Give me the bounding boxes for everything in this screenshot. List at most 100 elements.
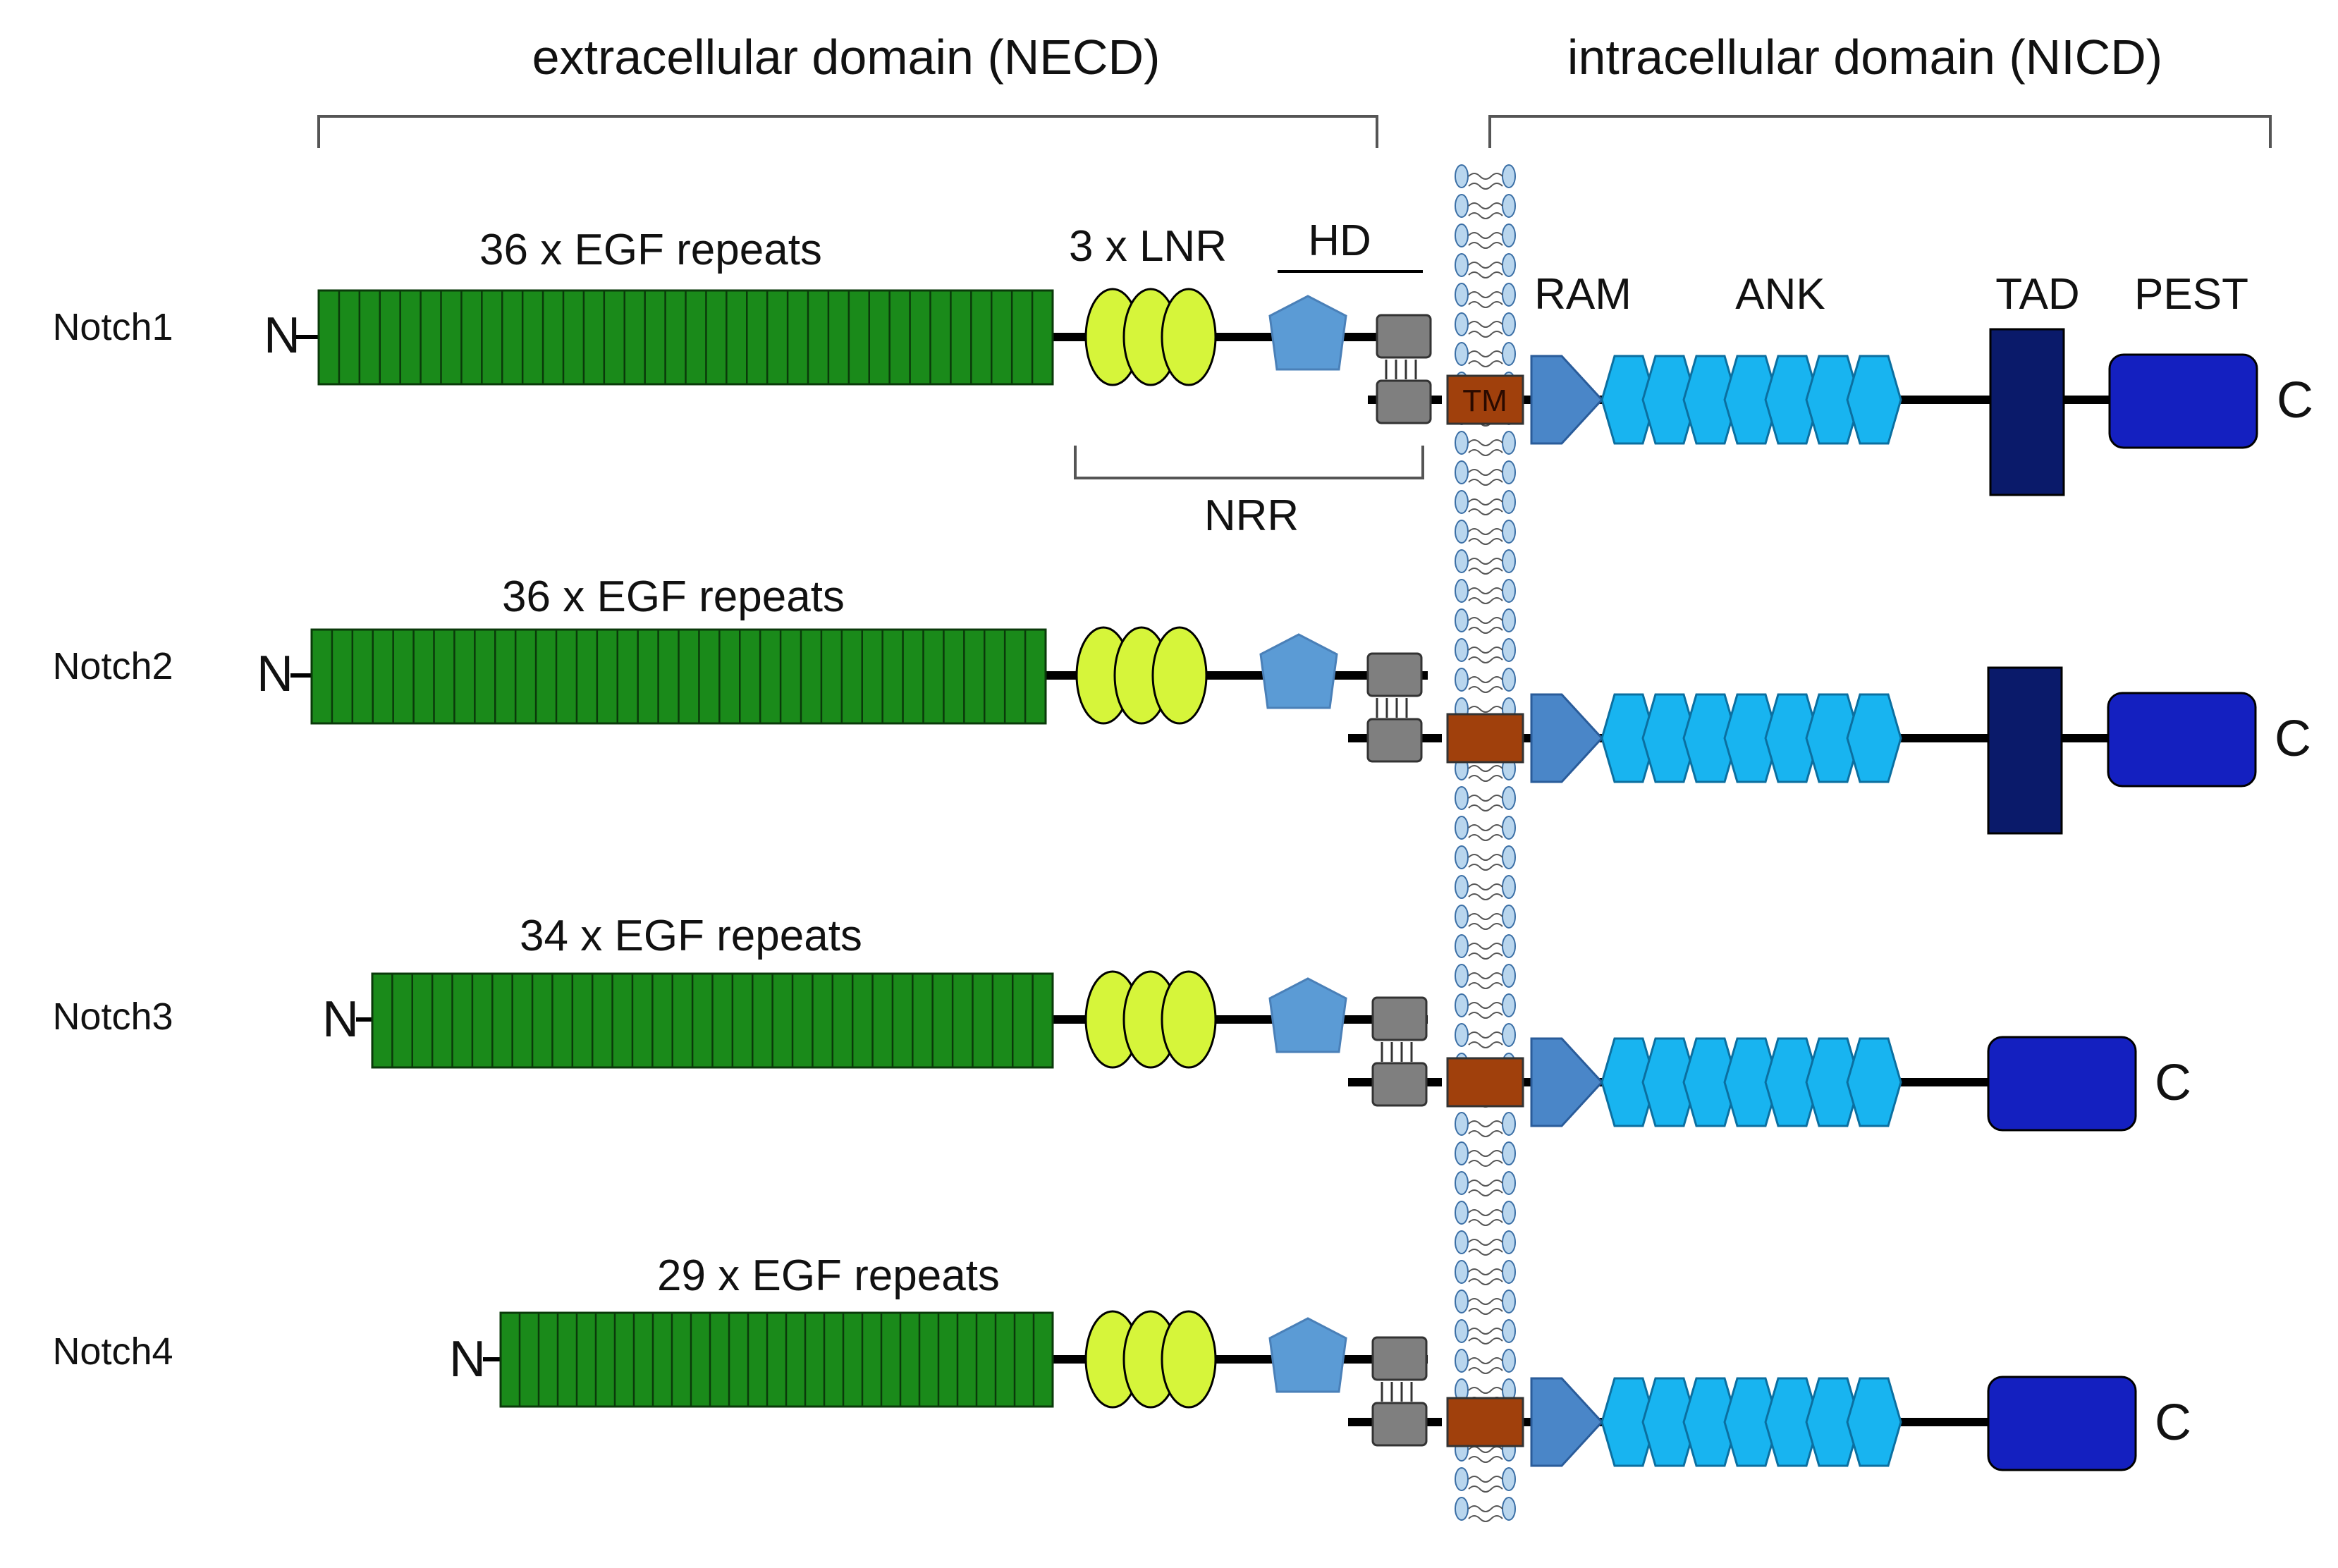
tm-domain (1446, 1397, 1524, 1447)
lipid-tail (1468, 706, 1503, 713)
lipid-head-inner (1502, 964, 1516, 988)
lipid-tail (1468, 943, 1503, 950)
lipid-head-outer (1455, 905, 1469, 929)
tad-domain (1987, 666, 2063, 835)
lipid-head-outer (1455, 786, 1469, 810)
lipid-tail (1468, 449, 1503, 456)
lipid-head-outer (1455, 608, 1469, 632)
lipid-tail (1468, 627, 1503, 634)
lipid-tail (1468, 360, 1503, 367)
lipid-head-inner (1502, 845, 1516, 869)
egf-repeats-block (310, 628, 1047, 725)
egf-repeats-label: 36 x EGF repeats (502, 572, 845, 621)
lipid-head-inner (1502, 1201, 1516, 1225)
lipid-tail (1468, 1476, 1503, 1483)
lipid-head-inner (1502, 579, 1516, 603)
egf-repeats-block (499, 1311, 1054, 1408)
hd-block-lower (1376, 379, 1432, 424)
lipid-tail (1468, 558, 1503, 565)
lipid-tail (1468, 795, 1503, 802)
lipid-head-outer (1455, 1467, 1469, 1491)
lipid-tail (1468, 834, 1503, 841)
pest-label: PEST (2134, 270, 2248, 319)
lipid-head-inner (1502, 1319, 1516, 1343)
lipid-head-inner (1502, 1349, 1516, 1373)
lipid-head-outer (1455, 1290, 1469, 1313)
lipid-head-inner (1502, 816, 1516, 840)
lipid-head-outer (1455, 1171, 1469, 1195)
ank-repeat (1846, 693, 1902, 783)
nrr-label: NRR (1204, 491, 1299, 540)
lipid-head-inner (1502, 1260, 1516, 1284)
ank-repeat (1846, 355, 1902, 445)
cell-membrane (1455, 164, 1516, 1522)
lipid-head-inner (1502, 1290, 1516, 1313)
hd-block-upper (1371, 996, 1428, 1041)
lipid-head-inner (1502, 342, 1516, 366)
lipid-head-inner (1502, 549, 1516, 573)
lipid-head-outer (1455, 1230, 1469, 1254)
receptor-row-notch2: Notch2 N 36 x EGF repeats C (52, 572, 2311, 835)
lnr-module (1161, 1310, 1217, 1409)
lipid-tail (1468, 1456, 1503, 1463)
c-terminus-label: C (2275, 711, 2311, 767)
hd-block-upper (1366, 652, 1423, 697)
lipid-tail (1468, 291, 1503, 298)
egf-repeats-label: 34 x EGF repeats (520, 912, 862, 960)
ank-repeat (1846, 1037, 1902, 1127)
lipid-head-inner (1502, 1171, 1516, 1195)
lipid-head-inner (1502, 223, 1516, 247)
lipid-head-inner (1502, 1141, 1516, 1165)
lipid-tail (1468, 271, 1503, 278)
lipid-tail (1468, 1505, 1503, 1512)
lnr-domain (1084, 1310, 1217, 1409)
lipid-tail (1468, 765, 1503, 772)
necd-header-group: extracellular domain (NECD) (317, 30, 1378, 148)
lipid-tail (1468, 1002, 1503, 1009)
tad-domain (1989, 328, 2065, 496)
lipid-head-inner (1502, 668, 1516, 692)
pest-domain (1987, 1036, 2137, 1132)
receptor-row-notch4: Notch4 N 29 x EGF repeats C (52, 1251, 2191, 1471)
lipid-tail (1468, 498, 1503, 506)
tad-label: TAD (1995, 270, 2079, 319)
hd-c-heterodimer (1366, 652, 1423, 763)
hd-n-pentagon (1268, 295, 1347, 371)
lipid-head-outer (1455, 223, 1469, 247)
lipid-head-inner (1502, 905, 1516, 929)
lipid-tail (1468, 1150, 1503, 1157)
lipid-tail (1468, 1308, 1503, 1315)
nicd-header-group: intracellular domain (NICD) (1488, 30, 2272, 148)
lipid-tail (1468, 212, 1503, 219)
pest-domain (1987, 1376, 2137, 1471)
ram-domain (1530, 355, 1604, 445)
lipid-head-outer (1455, 964, 1469, 988)
lipid-head-outer (1455, 875, 1469, 899)
lipid-tail (1468, 1120, 1503, 1127)
ram-domain (1530, 1037, 1604, 1127)
lipid-tail (1468, 617, 1503, 624)
egf-block-outline (499, 1311, 1054, 1408)
lipid-tail (1468, 1357, 1503, 1364)
lipid-tail (1468, 479, 1503, 486)
lipid-head-outer (1455, 549, 1469, 573)
lipid-tail (1468, 1219, 1503, 1226)
hd-block-lower (1371, 1062, 1428, 1107)
lnr-domain (1084, 288, 1217, 386)
lipid-head-outer (1455, 934, 1469, 958)
ank-repeat (1846, 1377, 1902, 1467)
ram-label: RAM (1534, 270, 1632, 319)
lipid-head-outer (1455, 1260, 1469, 1284)
lipid-tail (1468, 262, 1503, 269)
lipid-tail (1468, 647, 1503, 654)
lipid-tail (1468, 1268, 1503, 1275)
lipid-head-inner (1502, 312, 1516, 336)
lipid-tail (1468, 824, 1503, 831)
lipid-head-outer (1455, 253, 1469, 277)
lnr-domain (1084, 970, 1217, 1069)
hd-c-heterodimer (1371, 1336, 1428, 1447)
c-terminus-label: C (2277, 372, 2313, 429)
n-terminus-label: N (264, 307, 300, 364)
receptor-row-notch3: Notch3 N 34 x EGF repeats C (52, 912, 2191, 1132)
